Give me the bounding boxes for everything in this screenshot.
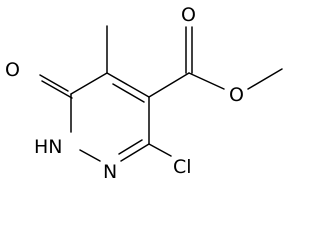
bond-c6-c5: [70, 72, 108, 95]
bond-c5-c4-inner: [112, 83, 145, 103]
bond-ester-c-oether: [188, 72, 225, 90]
ester-carbonyl-oxygen-label: O: [181, 4, 196, 26]
ring-nh-label: HN: [34, 136, 63, 158]
carbonyl-oxygen-label: O: [5, 59, 20, 81]
bond-c4-ester-c: [148, 72, 190, 98]
ring-n-label: N: [103, 161, 117, 183]
bond-c3-n2-inner: [118, 139, 143, 155]
bond-c5-c4: [106, 72, 150, 98]
methyl-ester: [148, 26, 283, 98]
chemical-structure: O HN N Cl O O: [5, 4, 283, 183]
chlorine-label: Cl: [173, 156, 192, 178]
bond-n1-n2: [79, 149, 101, 162]
chloro-bond: [148, 143, 172, 157]
bond-oether-methyl: [247, 68, 283, 90]
bond-c3-n2: [120, 143, 150, 162]
bond-c6-o-second: [41, 80, 73, 99]
ring-carbonyl: [39, 74, 73, 99]
bond-c6-o: [39, 74, 69, 92]
ester-ether-oxygen-label: O: [229, 84, 244, 106]
pyridazinone-ring: [70, 72, 150, 162]
